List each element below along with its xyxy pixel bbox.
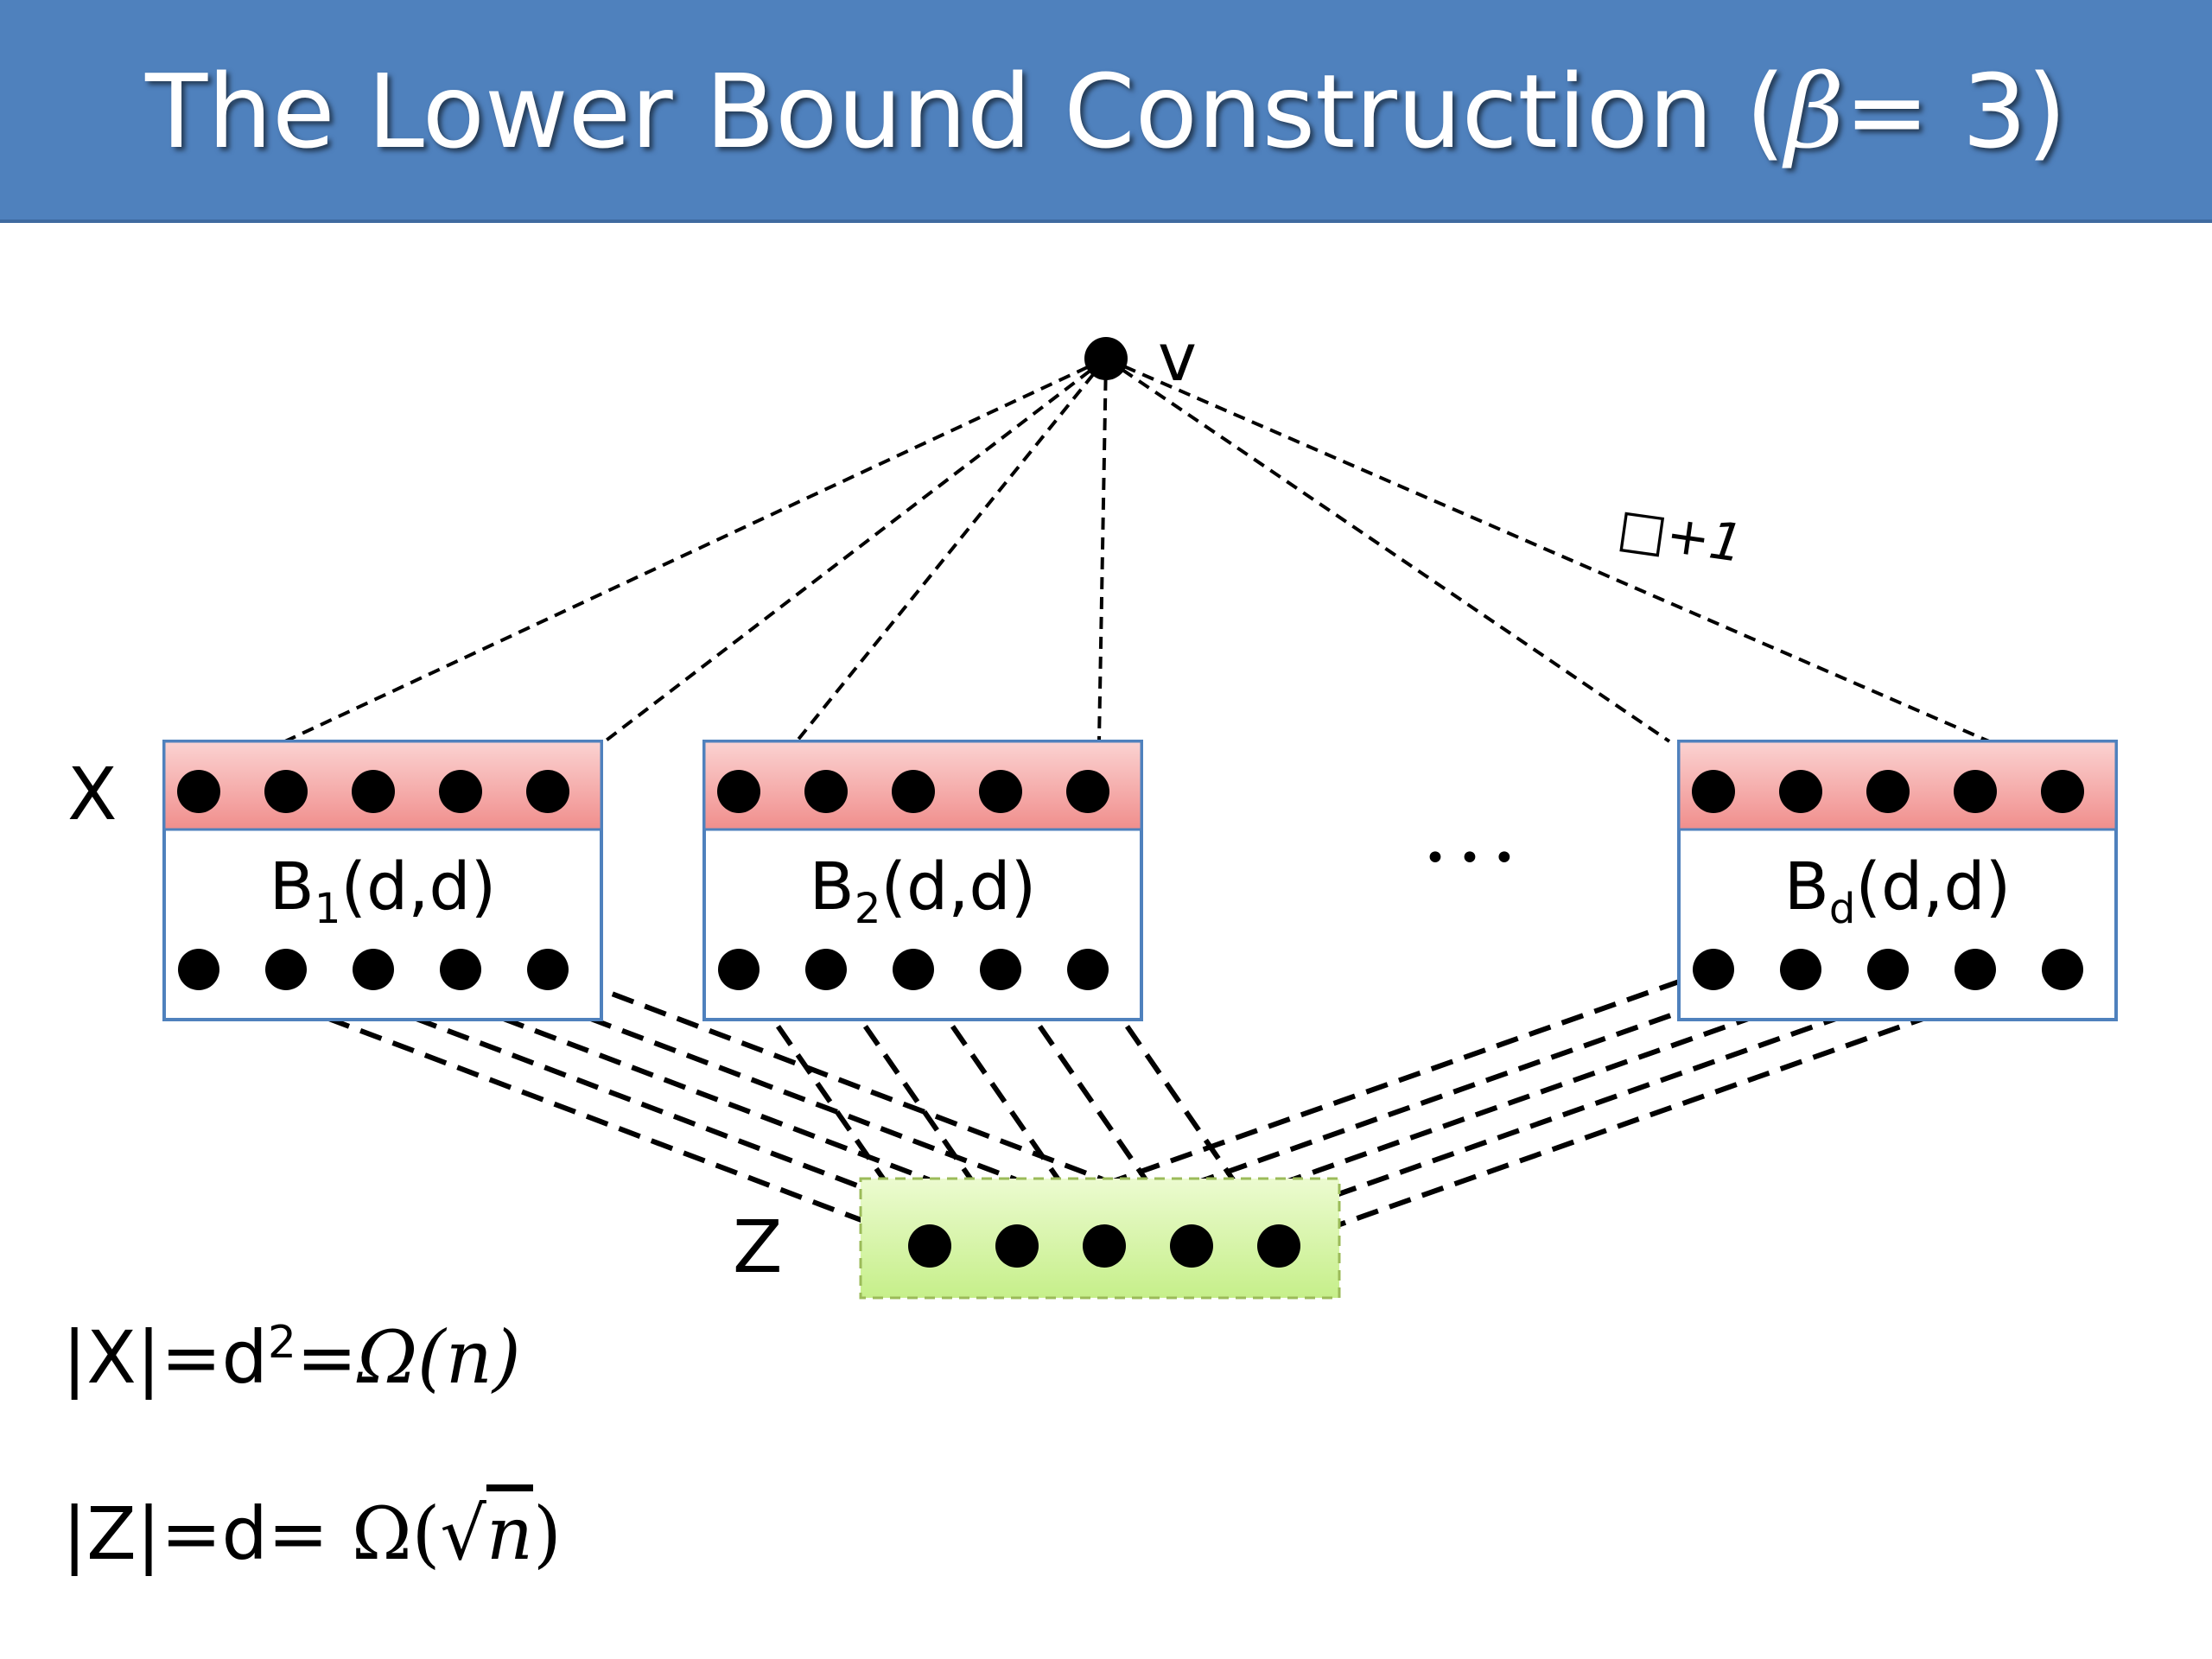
z-vertex-dot <box>908 1224 951 1268</box>
top-edge-1 <box>284 357 1107 743</box>
top-edge-5 <box>1104 357 1671 743</box>
z-size-rhs-open: Ω( <box>351 1491 441 1576</box>
top-edge-6 <box>1105 357 1990 743</box>
top-vertex-dot <box>1084 337 1128 380</box>
top-edges <box>284 357 1990 743</box>
z-size-n: n <box>486 1491 533 1576</box>
x-vertex-dot <box>439 770 482 813</box>
top-edge-3 <box>795 357 1108 743</box>
x-size-rhs: Ω(n) <box>357 1315 521 1400</box>
x-vertex-dot <box>1779 770 1822 813</box>
edge-length-label: □+1 <box>1614 498 1746 575</box>
x-set-label: X <box>67 752 118 836</box>
y-vertex-dot <box>893 949 934 990</box>
x-vertex-dot <box>1954 770 1997 813</box>
x-size-formula: |X|=d2=Ω(n) <box>62 1315 521 1400</box>
y-vertex-dot <box>353 949 394 990</box>
x-vertex-dot <box>804 770 848 813</box>
x-vertex-dot <box>892 770 935 813</box>
y-vertex-dot <box>1067 949 1109 990</box>
top-edge-2 <box>603 357 1108 743</box>
z-size-formula: |Z|=d= Ω(√n) <box>62 1491 562 1576</box>
slide-title: The Lower Bound Construction (β = 3) <box>0 0 2212 223</box>
blocks-ellipsis: ••• <box>1424 836 1528 880</box>
z-size-rhs-close: ) <box>533 1491 562 1576</box>
y-vertex-dot <box>1867 949 1909 990</box>
block-b1-label: B1(d,d) <box>270 848 497 933</box>
z-vertex-dot <box>1170 1224 1213 1268</box>
x-vertex-dot <box>717 770 760 813</box>
bottom-edge-1-1 <box>197 967 931 1249</box>
top-edge-4 <box>1097 358 1108 742</box>
x-vertex-dot <box>352 770 395 813</box>
x-vertex-dot <box>2041 770 2084 813</box>
y-vertex-dot <box>1693 949 1734 990</box>
x-size-exponent: 2 <box>267 1317 296 1369</box>
x-vertex-dot <box>177 770 220 813</box>
block-b2-label: B2(d,d) <box>810 848 1037 933</box>
y-vertex-dot <box>718 949 760 990</box>
title-prefix: The Lower Bound Construction ( <box>145 52 1786 171</box>
y-vertex-dot <box>1780 949 1821 990</box>
y-vertex-dot <box>178 949 219 990</box>
x-vertex-dot <box>979 770 1022 813</box>
y-vertex-dot <box>2042 949 2083 990</box>
y-vertex-dot <box>527 949 569 990</box>
y-vertex-dot <box>805 949 847 990</box>
vertex-dots <box>177 337 2084 1268</box>
x-vertex-dot <box>1866 770 1910 813</box>
x-vertex-dot <box>264 770 308 813</box>
z-set-label: Z <box>733 1205 783 1289</box>
z-vertex-dot <box>995 1224 1039 1268</box>
z-vertex-dot <box>1083 1224 1126 1268</box>
x-size-eq: = <box>296 1315 358 1400</box>
z-size-lhs: |Z|=d= <box>62 1491 352 1576</box>
x-vertex-dot <box>1692 770 1735 813</box>
bottom-edge-1-5 <box>546 967 1281 1249</box>
y-vertex-dot <box>980 949 1021 990</box>
bottom-edge-1-2 <box>284 967 1019 1249</box>
x-size-lhs: |X|=d <box>62 1315 268 1400</box>
y-vertex-dot <box>440 949 481 990</box>
title-beta: β <box>1785 52 1845 171</box>
y-vertex-dot <box>1955 949 1996 990</box>
block-bd-label: Bd(d,d) <box>1784 848 2012 933</box>
z-size-sqrt: √ <box>440 1491 486 1576</box>
z-vertex-dot <box>1257 1224 1300 1268</box>
x-vertex-dot <box>526 770 569 813</box>
x-vertex-dot <box>1066 770 1109 813</box>
title-suffix: = 3) <box>1844 52 2067 171</box>
title-bar <box>0 0 2212 223</box>
y-vertex-dot <box>265 949 307 990</box>
bottom-edge-1-3 <box>372 967 1106 1249</box>
top-vertex-label: v <box>1158 319 1197 396</box>
bottom-edge-1-4 <box>459 967 1193 1249</box>
